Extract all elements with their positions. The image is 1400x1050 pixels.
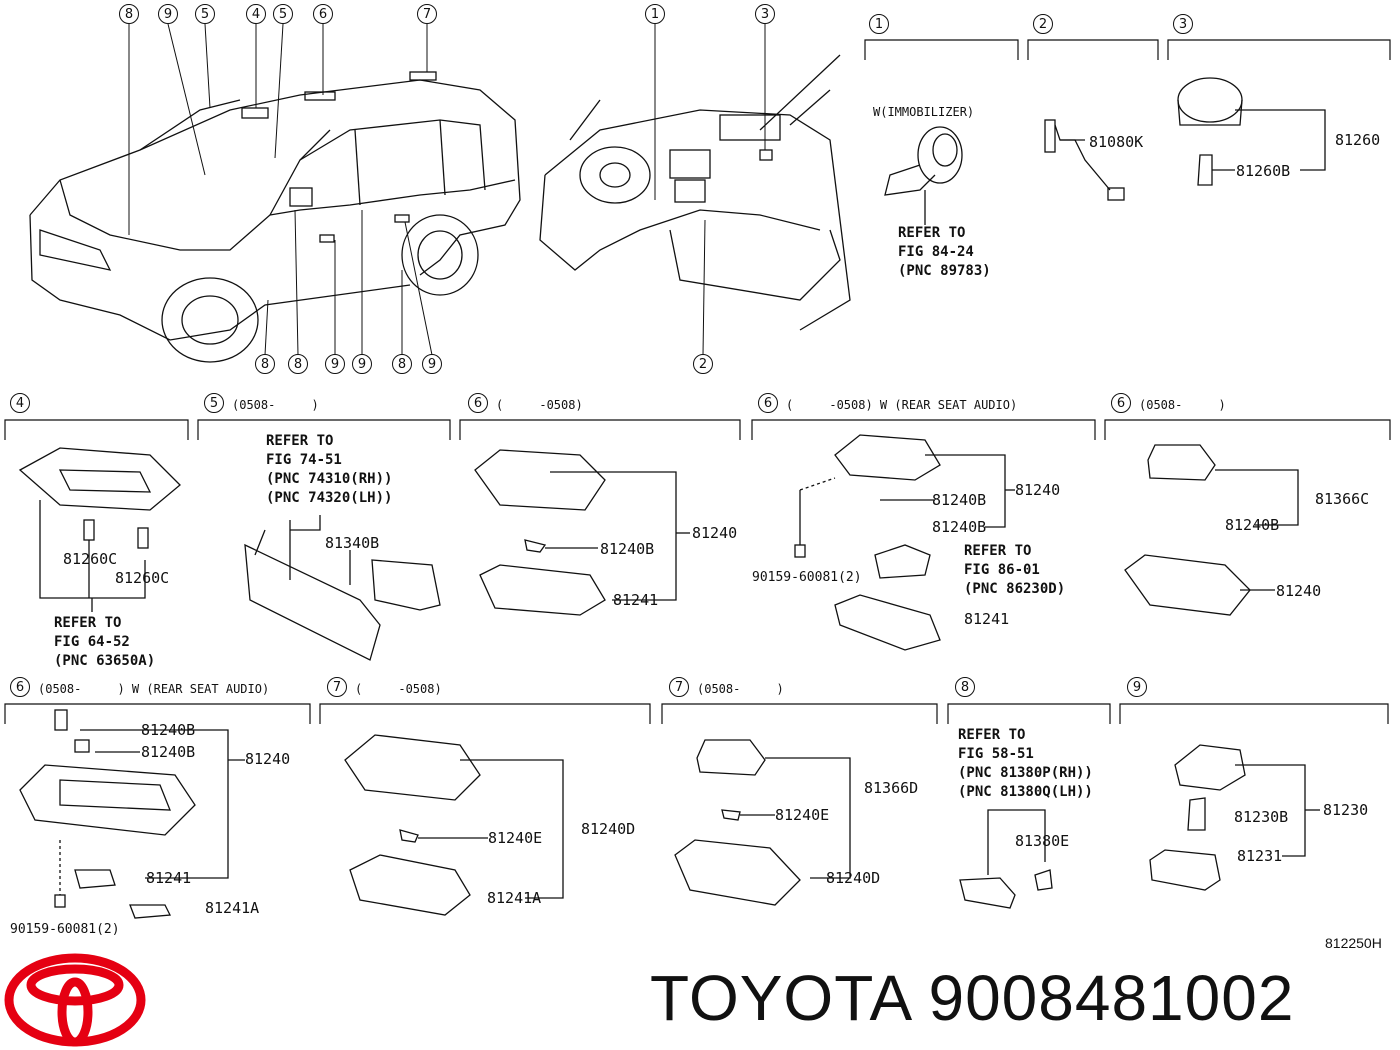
part-number: 81240B: [1225, 516, 1280, 534]
vehicle-illustration: [29, 71, 521, 363]
sensor-illustration: [1044, 119, 1125, 201]
section-number: 3: [1173, 14, 1193, 34]
part-number: 81240: [1015, 481, 1061, 499]
dome-lamp-illustration: [18, 447, 181, 612]
section-number: 6: [468, 393, 488, 413]
part-number: 81340B: [325, 534, 380, 552]
refer-note: REFER TO FIG 86-01 (PNC 86230D): [964, 543, 1066, 597]
part-number: 81240B: [141, 743, 196, 761]
callout-8: 8: [119, 4, 139, 24]
section-number: 5: [204, 393, 224, 413]
part-number: 81260C: [115, 569, 170, 587]
part-number: 81231: [1237, 847, 1283, 865]
part-number: 81240B: [932, 491, 987, 509]
vehicle-leaders: [128, 23, 433, 356]
lamp-illustration-9: [1149, 744, 1320, 891]
courtesy-lamp-illustration: [959, 809, 1053, 909]
part-number: 90159-60081(2): [10, 922, 120, 937]
callout-9: 9: [352, 354, 372, 374]
part-number: 81260B: [1236, 162, 1291, 180]
part-number: 81240E: [775, 806, 830, 824]
part-number: 81240: [245, 750, 291, 768]
callout-8: 8: [288, 354, 308, 374]
condition-label: W(IMMOBILIZER): [873, 105, 975, 119]
refer-note: REFER TO FIG 64-52 (PNC 63650A): [54, 615, 156, 669]
date-range: (0508- ): [697, 682, 784, 696]
part-number: 81240: [1276, 582, 1322, 600]
immobilizer-illustration: [884, 126, 963, 225]
map-lamp-illustration-6b: [794, 434, 1015, 651]
part-number: 81230B: [1234, 808, 1289, 826]
section-number: 7: [327, 677, 347, 697]
callout-7: 7: [417, 4, 437, 24]
refer-note: REFER TO FIG 58-51 (PNC 81380P(RH)) (PNC…: [958, 727, 1093, 800]
map-lamp-illustration-6d: [19, 709, 245, 919]
part-number: 81240B: [141, 721, 196, 739]
part-number: 81241: [613, 591, 659, 609]
part-number: 81240D: [826, 869, 881, 887]
callout-1: 1: [645, 4, 665, 24]
date-range: (0508- ): [232, 398, 319, 412]
map-lamp-illustration-6c: [1124, 444, 1299, 616]
part-number: 81241A: [205, 899, 260, 917]
callout-8: 8: [255, 354, 275, 374]
dashboard-illustration: [539, 54, 851, 331]
map-lamp-illustration-7b: [674, 739, 851, 906]
section-brackets: [4, 39, 1391, 724]
part-number: 81366C: [1315, 490, 1370, 508]
part-number: 90159-60081(2): [752, 570, 862, 585]
date-range: (0508- ): [1139, 398, 1226, 412]
part-number: 81230: [1323, 801, 1369, 819]
part-number: 81080K: [1089, 133, 1144, 151]
section-number: 7: [669, 677, 689, 697]
part-number: 81240: [692, 524, 738, 542]
date-range: (0508- ) W (REAR SEAT AUDIO): [38, 682, 270, 696]
section-number: 2: [1033, 14, 1053, 34]
callout-3: 3: [755, 4, 775, 24]
callout-5: 5: [195, 4, 215, 24]
section-number: 6: [10, 677, 30, 697]
part-number: 81240B: [600, 540, 655, 558]
section-number: 6: [1111, 393, 1131, 413]
refer-note: REFER TO FIG 74-51 (PNC 74310(RH)) (PNC …: [266, 433, 393, 506]
map-lamp-illustration-6a: [474, 449, 690, 616]
part-number: 81240B: [932, 518, 987, 536]
callout-6: 6: [313, 4, 333, 24]
toyota-logo: [4, 953, 146, 1047]
part-number: 81366D: [864, 779, 919, 797]
section-number: 1: [869, 14, 889, 34]
diagram-code: 812250H: [1325, 935, 1382, 951]
callout-9: 9: [422, 354, 442, 374]
date-range: ( -0508): [355, 682, 442, 696]
part-number: 81240D: [581, 820, 636, 838]
callout-5: 5: [273, 4, 293, 24]
section-number: 8: [955, 677, 975, 697]
part-number: 81241: [964, 610, 1010, 628]
socket-illustration: [1177, 77, 1326, 186]
brand-part-number: TOYOTA 9008481002: [650, 962, 1295, 1034]
refer-note: REFER TO FIG 84-24 (PNC 89783): [898, 225, 991, 279]
part-number: 81241: [146, 869, 192, 887]
part-number: 81241A: [487, 889, 542, 907]
callout-4: 4: [246, 4, 266, 24]
date-range: ( -0508): [496, 398, 583, 412]
part-number: 81240E: [488, 829, 543, 847]
callout-8: 8: [392, 354, 412, 374]
map-lamp-illustration-7a: [344, 734, 564, 916]
callout-2: 2: [693, 354, 713, 374]
callout-9: 9: [325, 354, 345, 374]
callout-9: 9: [158, 4, 178, 24]
section-number: 4: [10, 393, 30, 413]
section-number: 9: [1127, 677, 1147, 697]
part-number: 81260: [1335, 131, 1381, 149]
section-number: 6: [758, 393, 778, 413]
part-number: 81380E: [1015, 832, 1070, 850]
sun-visor-illustration: [244, 515, 441, 661]
date-range: ( -0508) W (REAR SEAT AUDIO): [786, 398, 1018, 412]
part-number: 81260C: [63, 550, 118, 568]
